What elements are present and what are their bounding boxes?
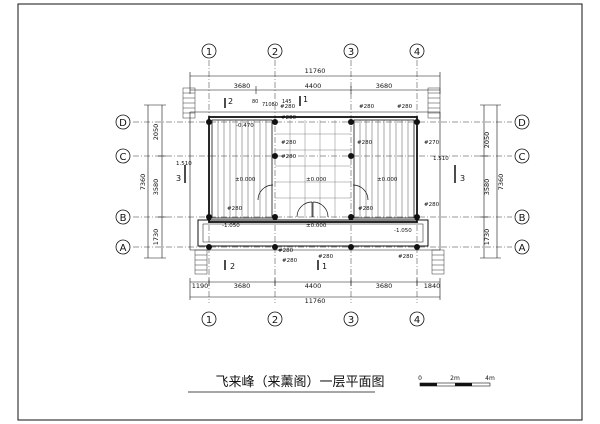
dimension-overall: 11760 <box>305 67 326 75</box>
dimension-segment: 3680 <box>376 282 393 290</box>
column-tag: #280 <box>424 202 440 208</box>
column-tag: #280 <box>281 154 297 160</box>
room-right <box>353 119 415 219</box>
elevation-label: ±0.000 <box>306 223 327 229</box>
elevation-label: -1.050 <box>222 223 240 229</box>
grid-label: 3 <box>348 47 354 58</box>
dimension-bottom: 1190 3680 4400 3680 1840 11760 <box>189 278 441 305</box>
small-dimension: 145 <box>282 99 292 105</box>
door-swings <box>257 184 369 218</box>
grid-label: 2 <box>272 315 278 326</box>
elevation-label: -0.470 <box>236 123 254 129</box>
stair-bottom-right <box>431 249 445 275</box>
dimension-segment: 1730 <box>483 229 491 246</box>
scale-label: 2m <box>450 375 460 382</box>
dimension-bay: 3680 <box>376 82 393 90</box>
dimension-overall: 7360 <box>139 174 147 191</box>
stair-left <box>182 87 196 119</box>
elevation-label: ±0.000 <box>306 177 327 183</box>
elevation-label: 1.510 <box>176 161 192 167</box>
grid-label: 3 <box>348 315 354 326</box>
grid-bubbles-top: 1 2 3 4 <box>201 43 425 59</box>
dimension-top: 11760 3680 4400 3680 <box>189 67 441 94</box>
grid-label: A <box>120 243 127 254</box>
dimension-segment: 2050 <box>483 132 491 149</box>
column-tag: #270 <box>424 140 440 146</box>
scale-label: 4m <box>485 375 495 382</box>
section-label: 2 <box>230 262 235 271</box>
grid-label: 1 <box>206 47 212 58</box>
stair-right <box>427 87 441 119</box>
column-tag: #280 <box>281 115 297 121</box>
dimension-segment: 2050 <box>152 124 160 141</box>
elevation-label: -1.050 <box>394 228 412 234</box>
dimension-segment: 3580 <box>483 179 491 196</box>
column-tag: #280 <box>357 140 373 146</box>
grid-label: C <box>519 152 526 163</box>
section-label: 1 <box>303 95 308 104</box>
room-left <box>211 119 273 219</box>
stair-bottom-left <box>194 249 208 275</box>
grid-bubbles-left: D C B A <box>115 114 131 255</box>
column-tags: #280 #280 #280 #280 #280 #280 #280 #280 … <box>227 104 440 264</box>
room-center <box>275 120 351 218</box>
drawing-title: 飞来峰（来薰阁）一层平面图 <box>215 375 384 390</box>
column-tag: #280 <box>398 254 414 260</box>
small-dimensions: 80 71080 145 <box>252 99 292 108</box>
grid-label: B <box>120 213 127 224</box>
grid-label: 2 <box>272 47 278 58</box>
section-label: 3 <box>460 174 465 183</box>
section-label: 1 <box>322 262 327 271</box>
dimension-segment: 1730 <box>152 229 160 246</box>
grid-label: 1 <box>206 315 212 326</box>
grid-bubbles-bottom: 1 2 3 4 <box>201 311 425 327</box>
building-outline <box>189 111 441 251</box>
small-dimension: 71080 <box>262 102 278 108</box>
dimension-right: 2050 3580 1730 7360 <box>480 104 505 259</box>
column-tag: #280 <box>227 206 243 212</box>
column-tag: #280 <box>280 104 296 110</box>
dimension-segment: 1190 <box>192 282 209 290</box>
grid-label: 4 <box>414 47 420 58</box>
dimension-bay: 4400 <box>305 82 322 90</box>
grid-label: D <box>119 118 127 129</box>
section-label: 2 <box>228 97 233 106</box>
column-tag: #280 <box>278 248 294 254</box>
grid-label: 4 <box>414 315 420 326</box>
sheet-border <box>17 3 583 421</box>
grid-label: C <box>120 152 127 163</box>
column-tag: #280 <box>359 104 375 110</box>
dimension-overall: 7360 <box>497 174 505 191</box>
grid-label: A <box>519 243 526 254</box>
column-tag: #280 <box>318 254 334 260</box>
elevation-labels: ±0.000 ±0.000 ±0.000 ±0.000 -1.050 -1.05… <box>176 123 449 234</box>
column-tag: #280 <box>281 140 297 146</box>
dimension-segment: 1840 <box>424 282 441 290</box>
grid-label: D <box>518 118 526 129</box>
elevation-label: 1.510 <box>433 156 449 162</box>
dimension-segment: 3580 <box>152 179 160 196</box>
dimension-left: 2050 3580 1730 7360 <box>139 104 166 259</box>
grid-bubbles-right: D C B A <box>514 114 530 255</box>
section-marks: 3 3 2 2 1 1 <box>176 95 465 271</box>
scale-label: 0 <box>418 375 422 382</box>
dimension-segment: 4400 <box>305 282 322 290</box>
scale-bar: 0 2m 4m <box>418 375 495 387</box>
elevation-label: ±0.000 <box>377 177 398 183</box>
small-dimension: 80 <box>252 99 258 105</box>
dimension-bay: 3680 <box>234 82 251 90</box>
elevation-label: ±0.000 <box>235 177 256 183</box>
grid-label: B <box>519 213 526 224</box>
section-label: 3 <box>176 174 181 183</box>
column-tag: #280 <box>358 206 374 212</box>
columns <box>206 119 420 250</box>
dimension-overall: 11760 <box>305 297 326 305</box>
column-tag: #280 <box>282 258 298 264</box>
dimension-segment: 3680 <box>234 282 251 290</box>
column-tag: #280 <box>397 104 413 110</box>
